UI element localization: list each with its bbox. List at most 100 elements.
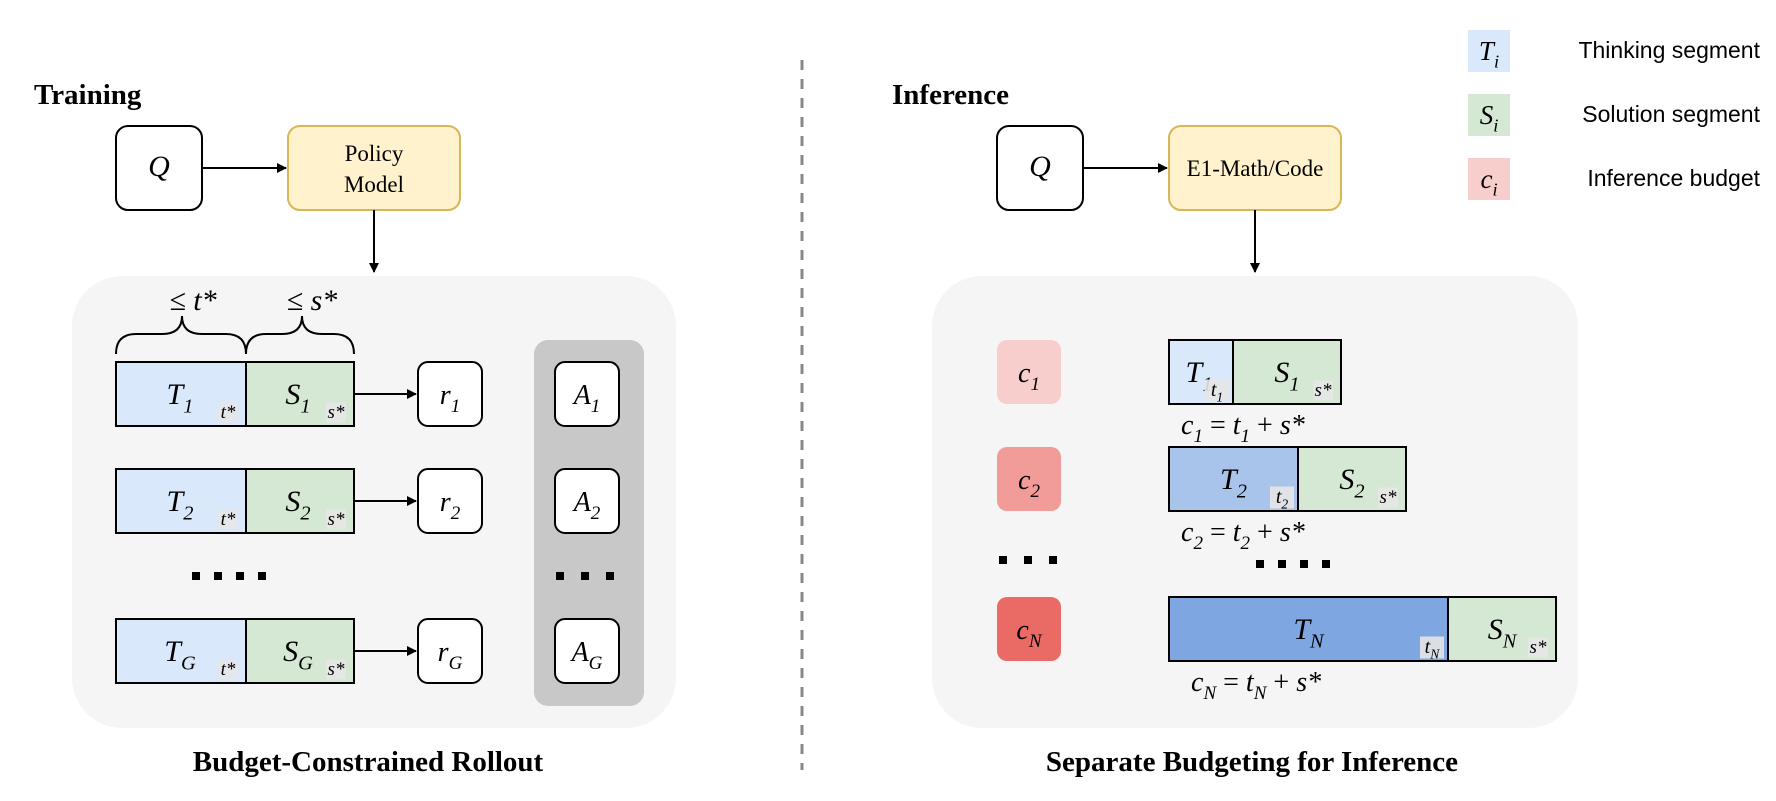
budget-equation: c2 = t2 + s* (1181, 517, 1305, 554)
thinking-label: T1 (167, 378, 194, 417)
reward-box (417, 468, 483, 534)
svg-text:t*: t* (221, 402, 236, 423)
budget-label: c2 (1018, 465, 1040, 502)
budget-box (997, 340, 1061, 404)
solution-segment (1232, 339, 1342, 405)
reward-box (417, 618, 483, 684)
budget-box (997, 597, 1061, 661)
svg-text:s*: s* (328, 509, 345, 530)
svg-text:t*: t* (221, 509, 236, 530)
training-row: T1 S1 t* s* r1 A1 (115, 361, 620, 427)
thinking-cap-label: t* (218, 402, 238, 423)
reward-box (417, 361, 483, 427)
svg-text:s*: s* (1380, 487, 1397, 508)
legend-swatch (1468, 30, 1510, 72)
solution-label: SN (1488, 613, 1518, 652)
advantage-label: A2 (572, 487, 601, 524)
inference-query-label: Q (1029, 150, 1051, 183)
policy-model-line2: Model (344, 172, 404, 197)
training-rollout-ellipsis (192, 572, 266, 580)
solution-cap-label: s* (326, 402, 346, 423)
advantage-label: AG (570, 637, 603, 674)
solution-label: SG (283, 635, 313, 674)
advantage-ellipsis (556, 572, 614, 580)
training-row: T2 S2 t* s* r2 A2 (115, 468, 620, 534)
advantage-box (554, 468, 620, 534)
inference-row: cN TN SN tN s* cN = tN + s* (997, 596, 1557, 704)
training-caption: Budget-Constrained Rollout (193, 746, 544, 778)
budget-equation: cN = tN + s* (1191, 667, 1321, 704)
thinking-budget-label: ≤ t* (169, 284, 216, 317)
e1-model-label: E1-Math/Code (1187, 156, 1324, 181)
advantage-box (554, 361, 620, 427)
budget-box (997, 447, 1061, 511)
policy-model-box (287, 125, 461, 211)
thinking-label: T2 (167, 485, 194, 524)
inference-row: c2 T2 S2 t2 s* c2 = t2 + s* (997, 446, 1407, 554)
reward-label: r1 (440, 380, 460, 417)
solution-cap-label: s* (1528, 637, 1548, 658)
thinking-budget-cap: tN (1420, 636, 1444, 662)
legend-swatch (1468, 158, 1510, 200)
legend-item: ci Inference budget (1468, 158, 1761, 200)
solution-budget-brace (245, 315, 355, 355)
legend-label: Thinking segment (1578, 37, 1760, 63)
segment-ellipsis (1256, 560, 1330, 568)
thinking-label: T2 (1220, 463, 1247, 502)
reward-label: rG (438, 637, 463, 674)
thinking-label: TN (1293, 613, 1325, 652)
legend-symbol: Si (1480, 100, 1499, 136)
thinking-cap-label: t* (218, 509, 238, 530)
svg-text:s*: s* (1315, 380, 1332, 401)
inference-row: c1T1S1t1s*c1 = t1 + s* (997, 339, 1342, 447)
legend-symbol: Ti (1479, 36, 1499, 72)
legend-swatch (1468, 94, 1510, 136)
thinking-budget-cap-text: tN (1425, 636, 1441, 662)
thinking-budget-cap-text: t2 (1276, 486, 1289, 512)
legend-item: Ti Thinking segment (1468, 30, 1761, 72)
thinking-cap-label: t* (218, 659, 238, 680)
solution-cap-label: s* (326, 509, 346, 530)
thinking-budget-cap-text: t1 (1211, 379, 1223, 405)
svg-text:s*: s* (328, 659, 345, 680)
training-row: TG SG t* s* rG AG (115, 618, 620, 684)
budget-label: c1 (1018, 358, 1040, 395)
thinking-budget-brace (115, 315, 247, 355)
thinking-label: TG (164, 635, 196, 674)
legend-label: Solution segment (1582, 101, 1760, 127)
legend-symbol: ci (1480, 164, 1497, 200)
solution-label: S2 (1339, 463, 1364, 502)
budget-label: cN (1016, 615, 1042, 652)
solution-label: S2 (285, 485, 310, 524)
budget-ellipsis (999, 556, 1057, 564)
inference-caption: Separate Budgeting for Inference (1046, 746, 1458, 778)
training-heading: Training (34, 79, 142, 111)
solution-cap-label: s* (1378, 487, 1398, 508)
svg-text:s*: s* (1530, 637, 1547, 658)
solution-cap-label: s* (1313, 380, 1333, 401)
thinking-budget-cap: t2 (1270, 486, 1294, 512)
thinking-segment (1168, 446, 1299, 512)
policy-model-line1: Policy (345, 141, 404, 166)
legend-label: Inference budget (1587, 165, 1760, 191)
thinking-segment (1168, 596, 1449, 662)
legend-item: Si Solution segment (1468, 94, 1761, 136)
reward-label: r2 (440, 487, 461, 524)
training-query-label: Q (148, 150, 170, 183)
inference-heading: Inference (892, 79, 1009, 111)
svg-text:s*: s* (328, 402, 345, 423)
advantage-label: A1 (572, 380, 601, 417)
solution-cap-label: s* (326, 659, 346, 680)
solution-budget-label: ≤ s* (287, 284, 338, 317)
svg-text:t*: t* (221, 659, 236, 680)
budget-equation: c1 = t1 + s* (1181, 410, 1305, 447)
thinking-budget-cap: t1 (1205, 379, 1229, 405)
solution-label: S1 (1274, 356, 1299, 395)
advantage-box (554, 618, 620, 684)
solution-label: S1 (285, 378, 310, 417)
